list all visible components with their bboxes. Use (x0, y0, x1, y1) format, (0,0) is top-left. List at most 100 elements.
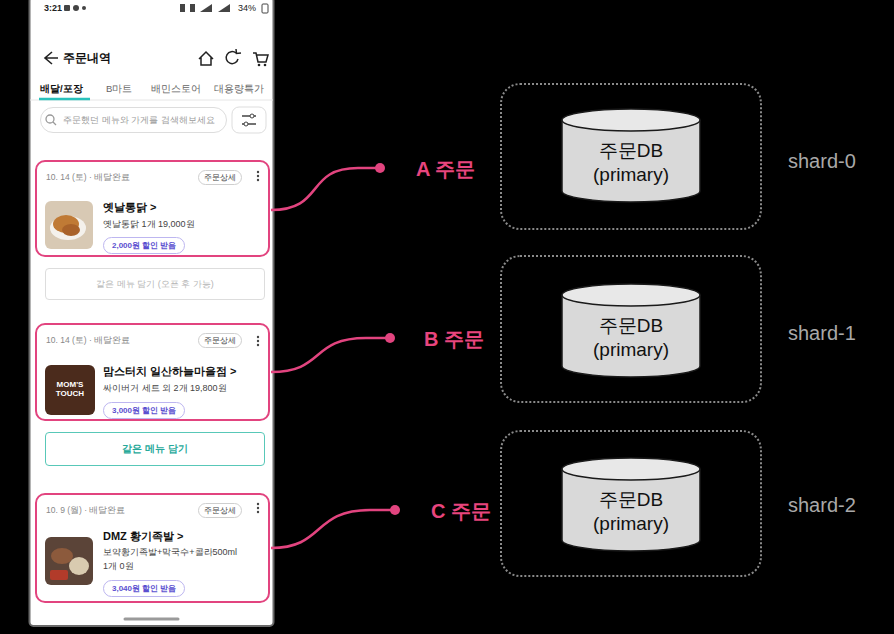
db-cylinder: 주문DB (primary) (561, 457, 701, 552)
menu-dots (257, 344, 259, 346)
signal-icon (218, 4, 230, 12)
leader-line (271, 168, 378, 210)
filter-icon (250, 114, 254, 118)
order-card-text: DMZ 황기족발 > (103, 529, 183, 544)
shard-group: shard-1주문DB (primary) (500, 255, 762, 403)
order-card: 10. 14 (토) · 배달완료맘스터치 일산하늘마을점 >싸이버거 세트 외… (35, 323, 270, 421)
detail-pill: 주문상세 (198, 503, 242, 518)
leader-line (271, 338, 388, 372)
order-card-text: 옛날통닭 1개 19,000원 (103, 218, 195, 231)
gesture-bar (125, 618, 178, 621)
cylinder-body (562, 295, 700, 377)
detail-pill-text: 주문상세 (204, 505, 236, 516)
menu-dots (257, 340, 259, 342)
cart-icon (253, 53, 268, 62)
db-cylinder-text: 주문DB (primary) (575, 314, 687, 362)
cylinder-body (562, 469, 700, 551)
phone-screen-text: 배달/포장 (40, 83, 83, 96)
filter-icon (244, 122, 248, 126)
search-box-text: 주문했던 메뉴와 가게를 검색해보세요 (63, 114, 215, 127)
refresh-icon (226, 49, 241, 64)
menu-dots (257, 175, 259, 177)
cylinder-top (562, 284, 700, 306)
leader-dot (375, 163, 385, 173)
order-card: 10. 9 (월) · 배달완료 DMZ 황기족발 >보약황기족발+막국수+콜라5… (35, 493, 270, 603)
order-card-text: 보약황기족발+막국수+콜라500ml 1개 0원 (103, 545, 243, 573)
shard-group-text: shard-0 (788, 150, 856, 173)
db-cylinder-text: 주문DB (primary) (575, 139, 687, 187)
order-card-text: 옛날통닭 > (103, 200, 156, 215)
food-photo (62, 224, 80, 236)
search-icon (46, 115, 54, 123)
reorder-button: 같은 메뉴 담기 (오픈 후 가능) (45, 268, 265, 300)
search-box: 주문했던 메뉴와 가게를 검색해보세요 (40, 107, 227, 133)
status-icon (73, 5, 79, 11)
phone-screen-text: 주문내역 (63, 50, 111, 67)
tab-underline (39, 98, 90, 101)
food-photo (69, 557, 89, 575)
order-label: C 주문 (429, 498, 493, 525)
store-logo-text: MOM'S TOUCH (49, 381, 91, 399)
food-photo (50, 216, 86, 240)
leader-dot (390, 505, 400, 515)
food-photo (51, 548, 73, 564)
order-card-text: 10. 14 (토) · 배달완료 (46, 172, 130, 184)
shard-group-text: shard-2 (788, 494, 856, 517)
menu-dots (257, 503, 259, 505)
filter-button (232, 107, 266, 133)
coupon-badge-text: 2,000원 할인 받음 (112, 240, 176, 251)
phone-screen-text: B마트 (106, 83, 132, 96)
food-photo (45, 201, 93, 249)
shard-group: shard-0주문DB (primary) (500, 83, 762, 230)
coupon-badge-text: 3,000원 할인 받음 (112, 405, 176, 416)
reorder-button-text: 같은 메뉴 담기 (오픈 후 가능) (96, 278, 214, 291)
coupon-badge: 2,000원 할인 받음 (103, 237, 185, 254)
reorder-button: 같은 메뉴 담기 (45, 432, 265, 466)
status-icon (190, 4, 195, 12)
cart-icon (264, 64, 267, 67)
status-icon (180, 4, 185, 12)
detail-pill: 주문상세 (198, 333, 242, 348)
phone-screen-text: 34% (238, 3, 256, 13)
coupon-badge-text: 3,040원 할인 받음 (112, 583, 176, 594)
order-card: 10. 14 (토) · 배달완료옛날통닭 > 옛날통닭 1개 19,000원 주문… (35, 160, 270, 257)
order-card-text: 10. 14 (토) · 배달완료 (46, 335, 130, 347)
phone-screen-text: 배민스토어 (151, 83, 201, 96)
shard-group-text: shard-1 (788, 322, 856, 345)
menu-dots (257, 171, 259, 173)
phone-screen-text: 대용량특가 (214, 83, 264, 96)
detail-pill: 주문상세 (198, 170, 242, 185)
phone-screen-bg (30, 0, 274, 626)
food-photo (45, 537, 93, 585)
order-label: A 주문 (414, 156, 477, 183)
phone-screen: 3:2134%주문내역배달/포장B마트배민스토어대용량특가주문했던 메뉴와 가게… (30, 0, 273, 625)
menu-dots (257, 507, 259, 509)
back-arrow (45, 52, 58, 64)
order-card-text: 싸이버거 세트 외 2개 19,800원 (103, 382, 227, 395)
coupon-badge: 3,000원 할인 받음 (103, 402, 185, 419)
coupon-badge: 3,040원 할인 받음 (103, 580, 185, 597)
shard-group: shard-2주문DB (primary) (500, 430, 762, 577)
cylinder-top (562, 109, 700, 131)
detail-pill-text: 주문상세 (204, 172, 236, 183)
cylinder-top (562, 458, 700, 480)
food-photo (50, 570, 68, 580)
battery-icon (262, 4, 268, 13)
db-cylinder-text: 주문DB (primary) (575, 488, 687, 536)
cart-icon (258, 64, 261, 67)
reorder-button-text: 같은 메뉴 담기 (122, 443, 187, 456)
detail-pill-text: 주문상세 (204, 335, 236, 346)
order-card-text: 10. 9 (월) · 배달완료 (46, 505, 125, 517)
tab-divider (30, 100, 273, 101)
db-cylinder: 주문DB (primary) (561, 283, 701, 378)
leader-dot (385, 333, 395, 343)
db-cylinder: 주문DB (primary) (561, 108, 701, 203)
cylinder-body (562, 120, 700, 202)
search-icon (53, 122, 56, 125)
status-icon (82, 6, 86, 10)
status-icon (64, 5, 70, 11)
home-icon (199, 52, 213, 65)
leader-line (271, 510, 393, 548)
store-logo: MOM'S TOUCH (45, 365, 95, 415)
